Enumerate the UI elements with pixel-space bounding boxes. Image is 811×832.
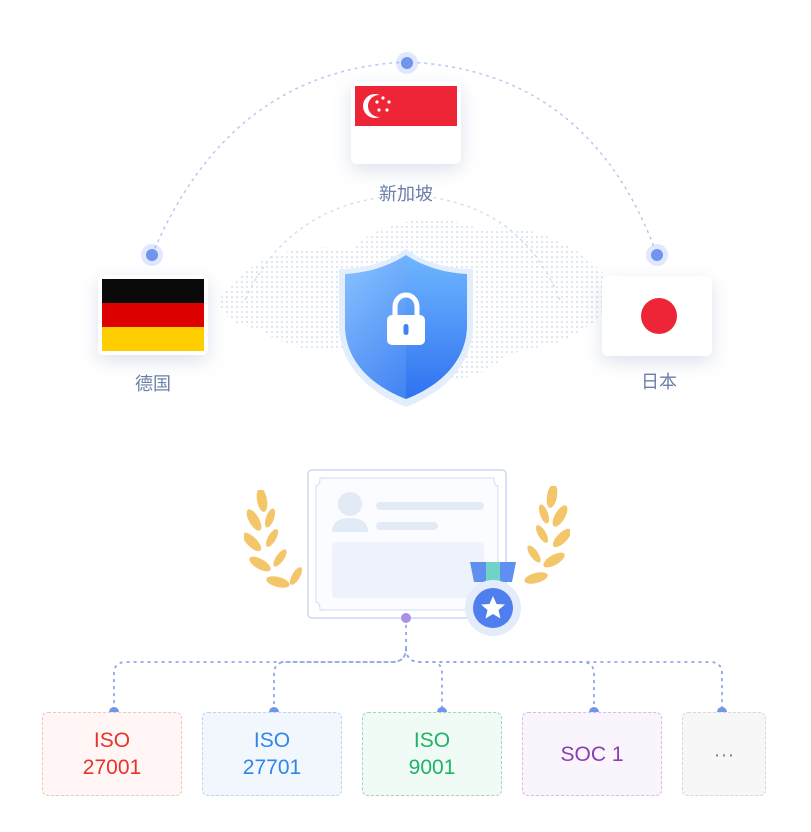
- certification-box: SOC 1: [522, 712, 662, 796]
- connection-arcs: [151, 61, 658, 301]
- certification-label: ISO: [93, 729, 131, 752]
- laurel-right-icon: [524, 486, 570, 584]
- certification-label: ISO: [413, 729, 451, 752]
- flag-germany: [98, 275, 208, 355]
- certification-label: SOC 1: [560, 742, 624, 766]
- certification-label: 27001: [82, 756, 142, 779]
- certification-label: 27701: [242, 756, 302, 779]
- laurel-left-icon: [244, 490, 303, 588]
- certification-label: 9001: [408, 756, 456, 779]
- japan-flag-icon: [602, 276, 712, 356]
- certification-box: ISO 9001: [362, 712, 502, 796]
- medal-star-icon: [465, 562, 521, 636]
- country-label-japan: 日本: [641, 372, 677, 393]
- flag-singapore: [351, 82, 461, 164]
- country-label-singapore: 新加坡: [379, 184, 433, 205]
- certification-box: ISO 27701: [202, 712, 342, 796]
- certification-label: ···: [713, 742, 735, 766]
- flag-japan: [602, 276, 712, 356]
- certificate-icon: [307, 469, 507, 619]
- node-dot-germany: [141, 244, 163, 266]
- node-dot-singapore: [396, 52, 418, 74]
- country-label-germany: 德国: [135, 374, 171, 395]
- node-dot-japan: [646, 244, 668, 266]
- certification-box: ISO 27001: [42, 712, 182, 796]
- germany-flag-icon: [102, 279, 204, 351]
- shield-lock-icon: [339, 249, 473, 407]
- singapore-flag-icon: [355, 86, 457, 160]
- certification-connectors: [109, 613, 727, 717]
- certification-box: ···: [682, 712, 766, 796]
- certification-label: ISO: [253, 729, 291, 752]
